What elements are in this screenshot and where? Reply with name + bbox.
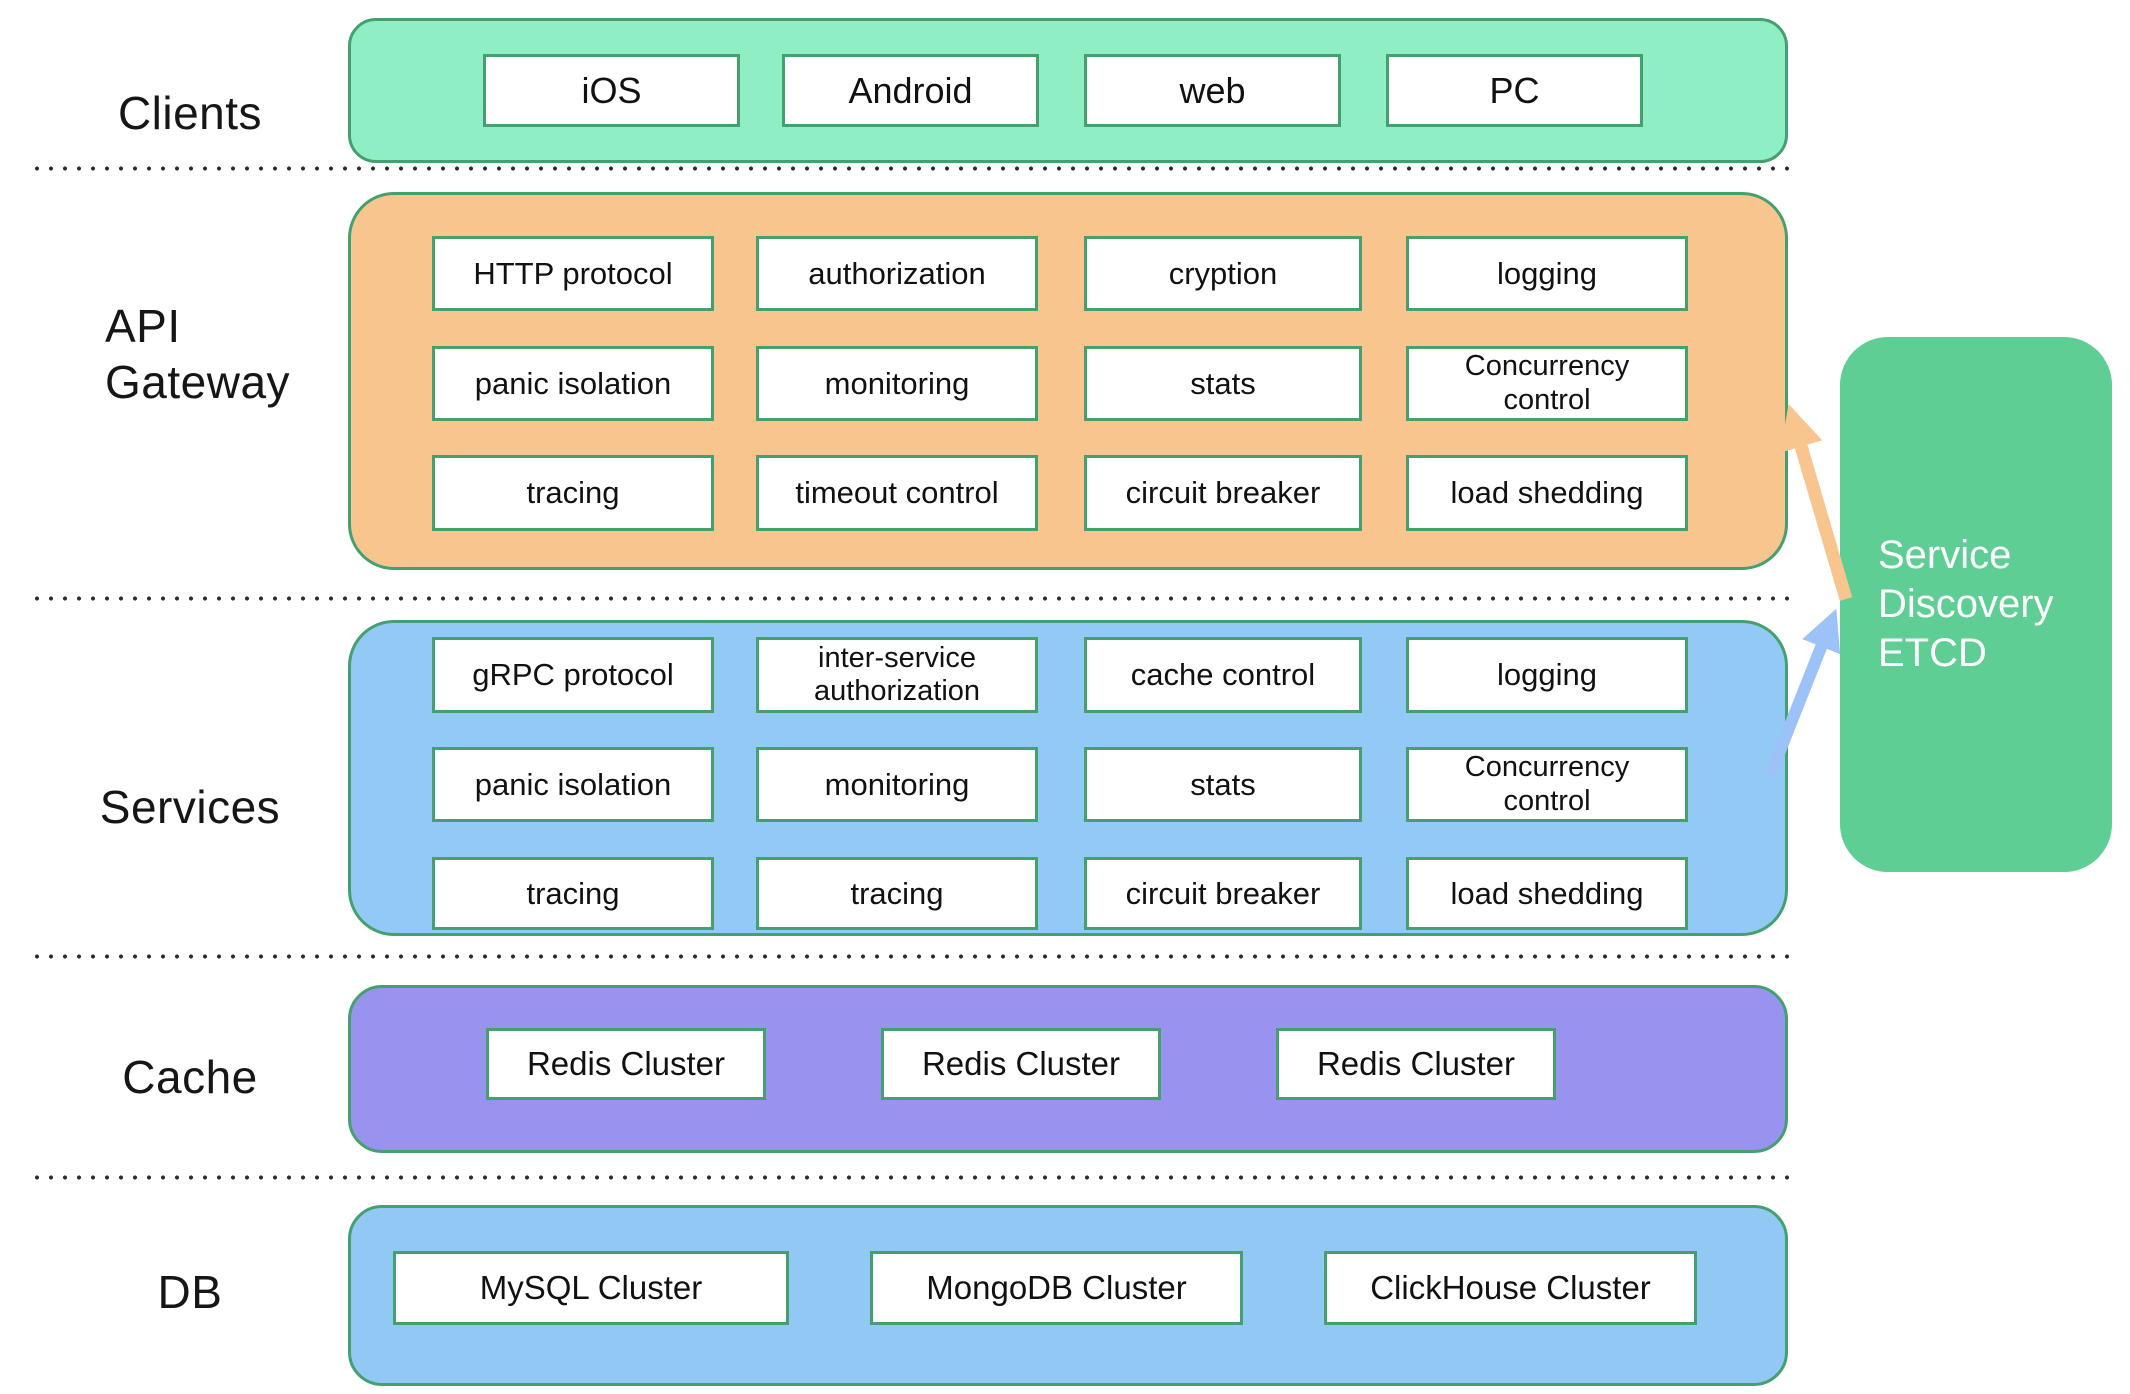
cache-node-redis-3: Redis Cluster (1276, 1028, 1556, 1100)
api-node-circuit-breaker: circuit breaker (1084, 455, 1362, 531)
svc-node-tracing-2: tracing (756, 857, 1038, 930)
client-node-ios: iOS (483, 54, 740, 127)
separator-clients-api (30, 166, 1795, 171)
api-gateway-band: HTTP protocol authorization cryption log… (348, 192, 1788, 570)
svc-node-load-shedding: load shedding (1406, 857, 1688, 930)
svc-node-monitoring: monitoring (756, 747, 1038, 822)
separator-cache-db (30, 1175, 1795, 1180)
cache-node-redis-2: Redis Cluster (881, 1028, 1161, 1100)
cache-band: Redis Cluster Redis Cluster Redis Cluste… (348, 985, 1788, 1153)
svc-node-grpc-protocol: gRPC protocol (432, 637, 714, 713)
layer-label-db: DB (157, 1266, 223, 1318)
svc-node-stats: stats (1084, 747, 1362, 822)
api-node-concurrency-control: Concurrency control (1406, 346, 1688, 421)
svc-node-inter-service-authorization: inter-service authorization (756, 637, 1038, 713)
api-node-load-shedding: load shedding (1406, 455, 1688, 531)
separator-api-services (30, 596, 1795, 601)
db-band: MySQL Cluster MongoDB Cluster ClickHouse… (348, 1205, 1788, 1386)
clients-band: iOS Android web PC (348, 18, 1788, 163)
api-node-monitoring: monitoring (756, 346, 1038, 421)
layer-label-clients: Clients (117, 87, 263, 139)
api-node-authorization: authorization (756, 236, 1038, 311)
db-node-mysql: MySQL Cluster (393, 1251, 789, 1325)
svc-node-circuit-breaker: circuit breaker (1084, 857, 1362, 930)
layer-label-cache: Cache (122, 1051, 258, 1103)
layer-label-api-gateway: API Gateway (105, 298, 365, 410)
arrow-etcd-to-api-gateway (1779, 404, 1853, 601)
separator-services-cache (30, 954, 1795, 959)
client-node-android: Android (782, 54, 1039, 127)
api-label-line1: API (105, 300, 181, 352)
svc-node-cache-control: cache control (1084, 637, 1362, 713)
api-node-timeout-control: timeout control (756, 455, 1038, 531)
api-label-line2: Gateway (105, 356, 291, 408)
svc-node-logging: logging (1406, 637, 1688, 713)
api-node-logging: logging (1406, 236, 1688, 311)
api-node-cryption: cryption (1084, 236, 1362, 311)
layer-label-services: Services (99, 781, 281, 833)
svc-node-concurrency-control: Concurrency control (1406, 747, 1688, 822)
svc-node-tracing-1: tracing (432, 857, 714, 930)
service-discovery-etcd-box: Service Discovery ETCD (1840, 337, 2112, 872)
svc-node-panic-isolation: panic isolation (432, 747, 714, 822)
cache-node-redis-1: Redis Cluster (486, 1028, 766, 1100)
db-node-mongodb: MongoDB Cluster (870, 1251, 1243, 1325)
api-node-tracing: tracing (432, 455, 714, 531)
services-band: gRPC protocol inter-service authorizatio… (348, 620, 1788, 936)
client-node-web: web (1084, 54, 1341, 127)
api-node-http-protocol: HTTP protocol (432, 236, 714, 311)
client-node-pc: PC (1386, 54, 1643, 127)
api-node-stats: stats (1084, 346, 1362, 421)
service-discovery-etcd-label: Service Discovery ETCD (1878, 533, 2054, 675)
api-node-panic-isolation: panic isolation (432, 346, 714, 421)
db-node-clickhouse: ClickHouse Cluster (1324, 1251, 1697, 1325)
